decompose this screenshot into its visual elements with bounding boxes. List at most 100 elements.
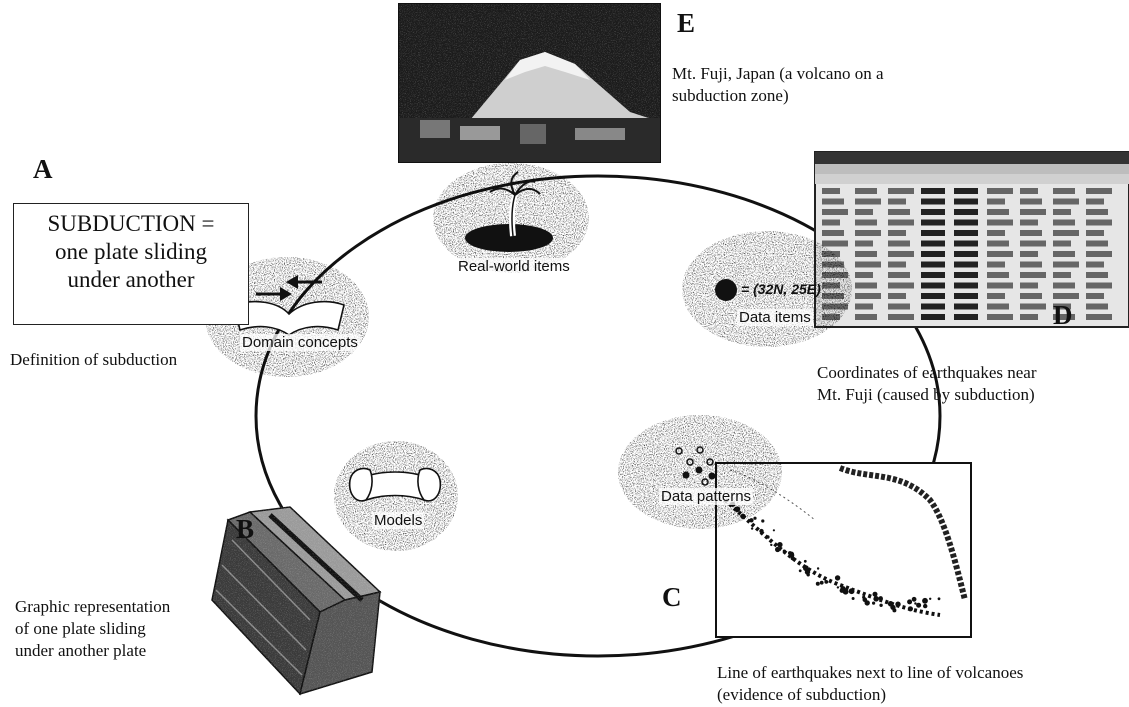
earthquake-dot — [849, 588, 855, 594]
table-cell-mark — [921, 262, 945, 268]
earthquake-dot — [922, 598, 928, 604]
caption-d-line-2: Mt. Fuji (caused by subduction) — [817, 384, 1037, 406]
table-cell-mark — [855, 283, 877, 289]
earthquake-dot — [749, 518, 753, 522]
table-cell-mark — [855, 272, 873, 278]
table-cell-mark — [1020, 241, 1046, 247]
table-cell-mark — [855, 220, 877, 226]
table-cell-mark — [1020, 293, 1042, 299]
table-cell-mark — [921, 199, 945, 205]
table-cell-mark — [921, 220, 945, 226]
table-cell-mark — [822, 241, 848, 247]
node-label-domain-concepts: Domain concepts — [240, 334, 360, 351]
table-cell-mark — [888, 220, 914, 226]
earthquake-dot — [879, 604, 882, 607]
table-cell-mark — [855, 230, 881, 236]
table-cell-mark — [1053, 293, 1079, 299]
table-cell-mark — [987, 251, 1013, 257]
table-cell-mark — [888, 283, 914, 289]
table-cell-mark — [987, 220, 1013, 226]
earthquake-dot — [840, 588, 845, 593]
table-cell-mark — [921, 304, 945, 310]
table-cell-mark — [921, 241, 945, 247]
mt-fuji-photo — [398, 3, 661, 163]
table-cell-mark — [954, 251, 978, 257]
table-cell-mark — [954, 262, 978, 268]
table-cell-mark — [855, 293, 881, 299]
caption-a: Definition of subduction — [10, 349, 177, 371]
earthquake-dot — [912, 597, 917, 602]
table-cell-mark — [1053, 251, 1075, 257]
earthquake-dot — [805, 569, 810, 574]
table-cell-mark — [954, 241, 978, 247]
earthquake-dot — [766, 535, 769, 538]
caption-d-line-1: Coordinates of earthquakes near — [817, 362, 1037, 384]
table-cell-mark — [888, 314, 914, 320]
table-cell-mark — [921, 314, 945, 320]
table-cell-mark — [987, 272, 1009, 278]
earthquake-dot — [804, 560, 807, 563]
table-cell-mark — [888, 230, 906, 236]
earthquake-dot — [916, 603, 921, 608]
table-cell-mark — [888, 293, 906, 299]
table-cell-mark — [954, 230, 978, 236]
earthquake-dot — [799, 569, 802, 572]
table-cell-mark — [1020, 220, 1038, 226]
table-cell-mark — [888, 241, 910, 247]
definition-line-1: SUBDUCTION = — [14, 210, 248, 238]
earthquake-dot — [914, 602, 916, 604]
table-cell-mark — [1086, 209, 1108, 215]
table-cell-mark — [1020, 188, 1038, 194]
table-cell-mark — [1020, 199, 1042, 205]
table-cell-mark — [954, 220, 978, 226]
earthquake-dot — [817, 567, 819, 569]
table-cell-mark — [855, 262, 881, 268]
table-cell-mark — [1053, 262, 1079, 268]
table-cell-mark — [822, 188, 840, 194]
panel-letter-c: C — [662, 582, 682, 613]
table-cell-mark — [888, 188, 914, 194]
earthquake-dot — [820, 581, 824, 585]
table-cell-mark — [1020, 230, 1042, 236]
table-cell-mark — [954, 209, 978, 215]
table-cell-mark — [1086, 314, 1112, 320]
table-cell-mark — [888, 209, 910, 215]
table-cell-mark — [855, 241, 873, 247]
caption-c: Line of earthquakes next to line of volc… — [717, 662, 1023, 706]
node-label-data-items: Data items — [737, 309, 813, 326]
table-cell-mark — [822, 220, 840, 226]
table-cell-mark — [954, 314, 978, 320]
table-cell-mark — [1086, 241, 1108, 247]
earthquake-dot — [761, 519, 764, 522]
table-cell-mark — [1020, 251, 1038, 257]
earthquake-dot — [908, 606, 913, 611]
table-cell-mark — [1053, 188, 1075, 194]
earthquake-dot — [788, 551, 792, 555]
table-cell-mark — [855, 209, 873, 215]
table-cell-mark — [1053, 272, 1071, 278]
table-cell-mark — [921, 283, 945, 289]
earthquake-dot — [879, 596, 883, 600]
caption-b: Graphic representation of one plate slid… — [15, 596, 170, 662]
table-cell-mark — [888, 272, 910, 278]
table-cell-mark — [954, 199, 978, 205]
table-cell-mark — [921, 188, 945, 194]
table-cell-mark — [1020, 314, 1038, 320]
table-cell-mark — [987, 209, 1009, 215]
table-cell-mark — [954, 304, 978, 310]
coordinate-dot-icon — [715, 279, 737, 301]
caption-d: Coordinates of earthquakes near Mt. Fuji… — [817, 362, 1037, 406]
table-cell-mark — [822, 199, 844, 205]
table-cell-mark — [921, 230, 945, 236]
table-cell-mark — [855, 188, 877, 194]
table-cell-mark — [987, 283, 1013, 289]
table-cell-mark — [888, 199, 906, 205]
table-cell-mark — [1086, 283, 1112, 289]
earthquake-dot — [938, 597, 941, 600]
earthquake-dot — [873, 592, 878, 597]
table-cell-mark — [1053, 230, 1079, 236]
earthquake-dot — [873, 596, 879, 602]
table-cell-mark — [1053, 209, 1071, 215]
node-label-data-patterns: Data patterns — [659, 488, 753, 505]
caption-c-line-1: Line of earthquakes next to line of volc… — [717, 662, 1023, 684]
